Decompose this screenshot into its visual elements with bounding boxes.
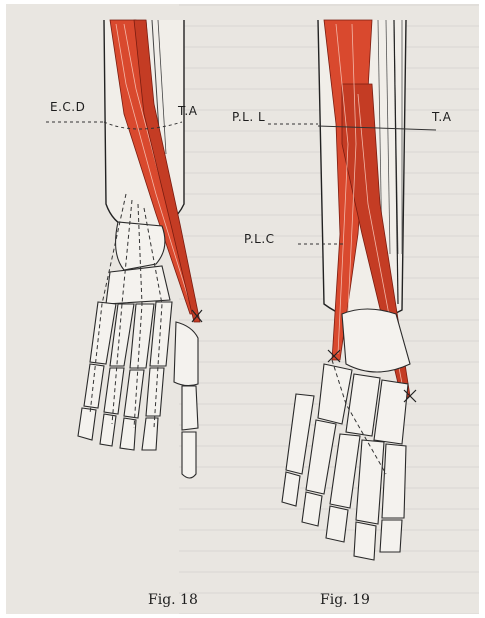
book-page: E.C.D T.A P.L. L T.A P.L.C Fig. 18 Fig. … (6, 4, 479, 614)
fig19-foot-bones (282, 309, 410, 560)
anatomical-illustrations (6, 4, 479, 614)
figure-18-drawing (46, 20, 202, 478)
fig19-caption: Fig. 19 (320, 592, 370, 608)
fig19-label-plc: P.L.C (244, 232, 275, 246)
fig18-caption: Fig. 18 (148, 592, 198, 608)
fig18-label-ecd: E.C.D (50, 100, 85, 114)
fig18-label-ta: T.A (178, 104, 197, 118)
figure-19-drawing (268, 20, 436, 560)
fig19-label-ta: T.A (432, 110, 451, 124)
fig19-label-pll: P.L. L (232, 110, 265, 124)
